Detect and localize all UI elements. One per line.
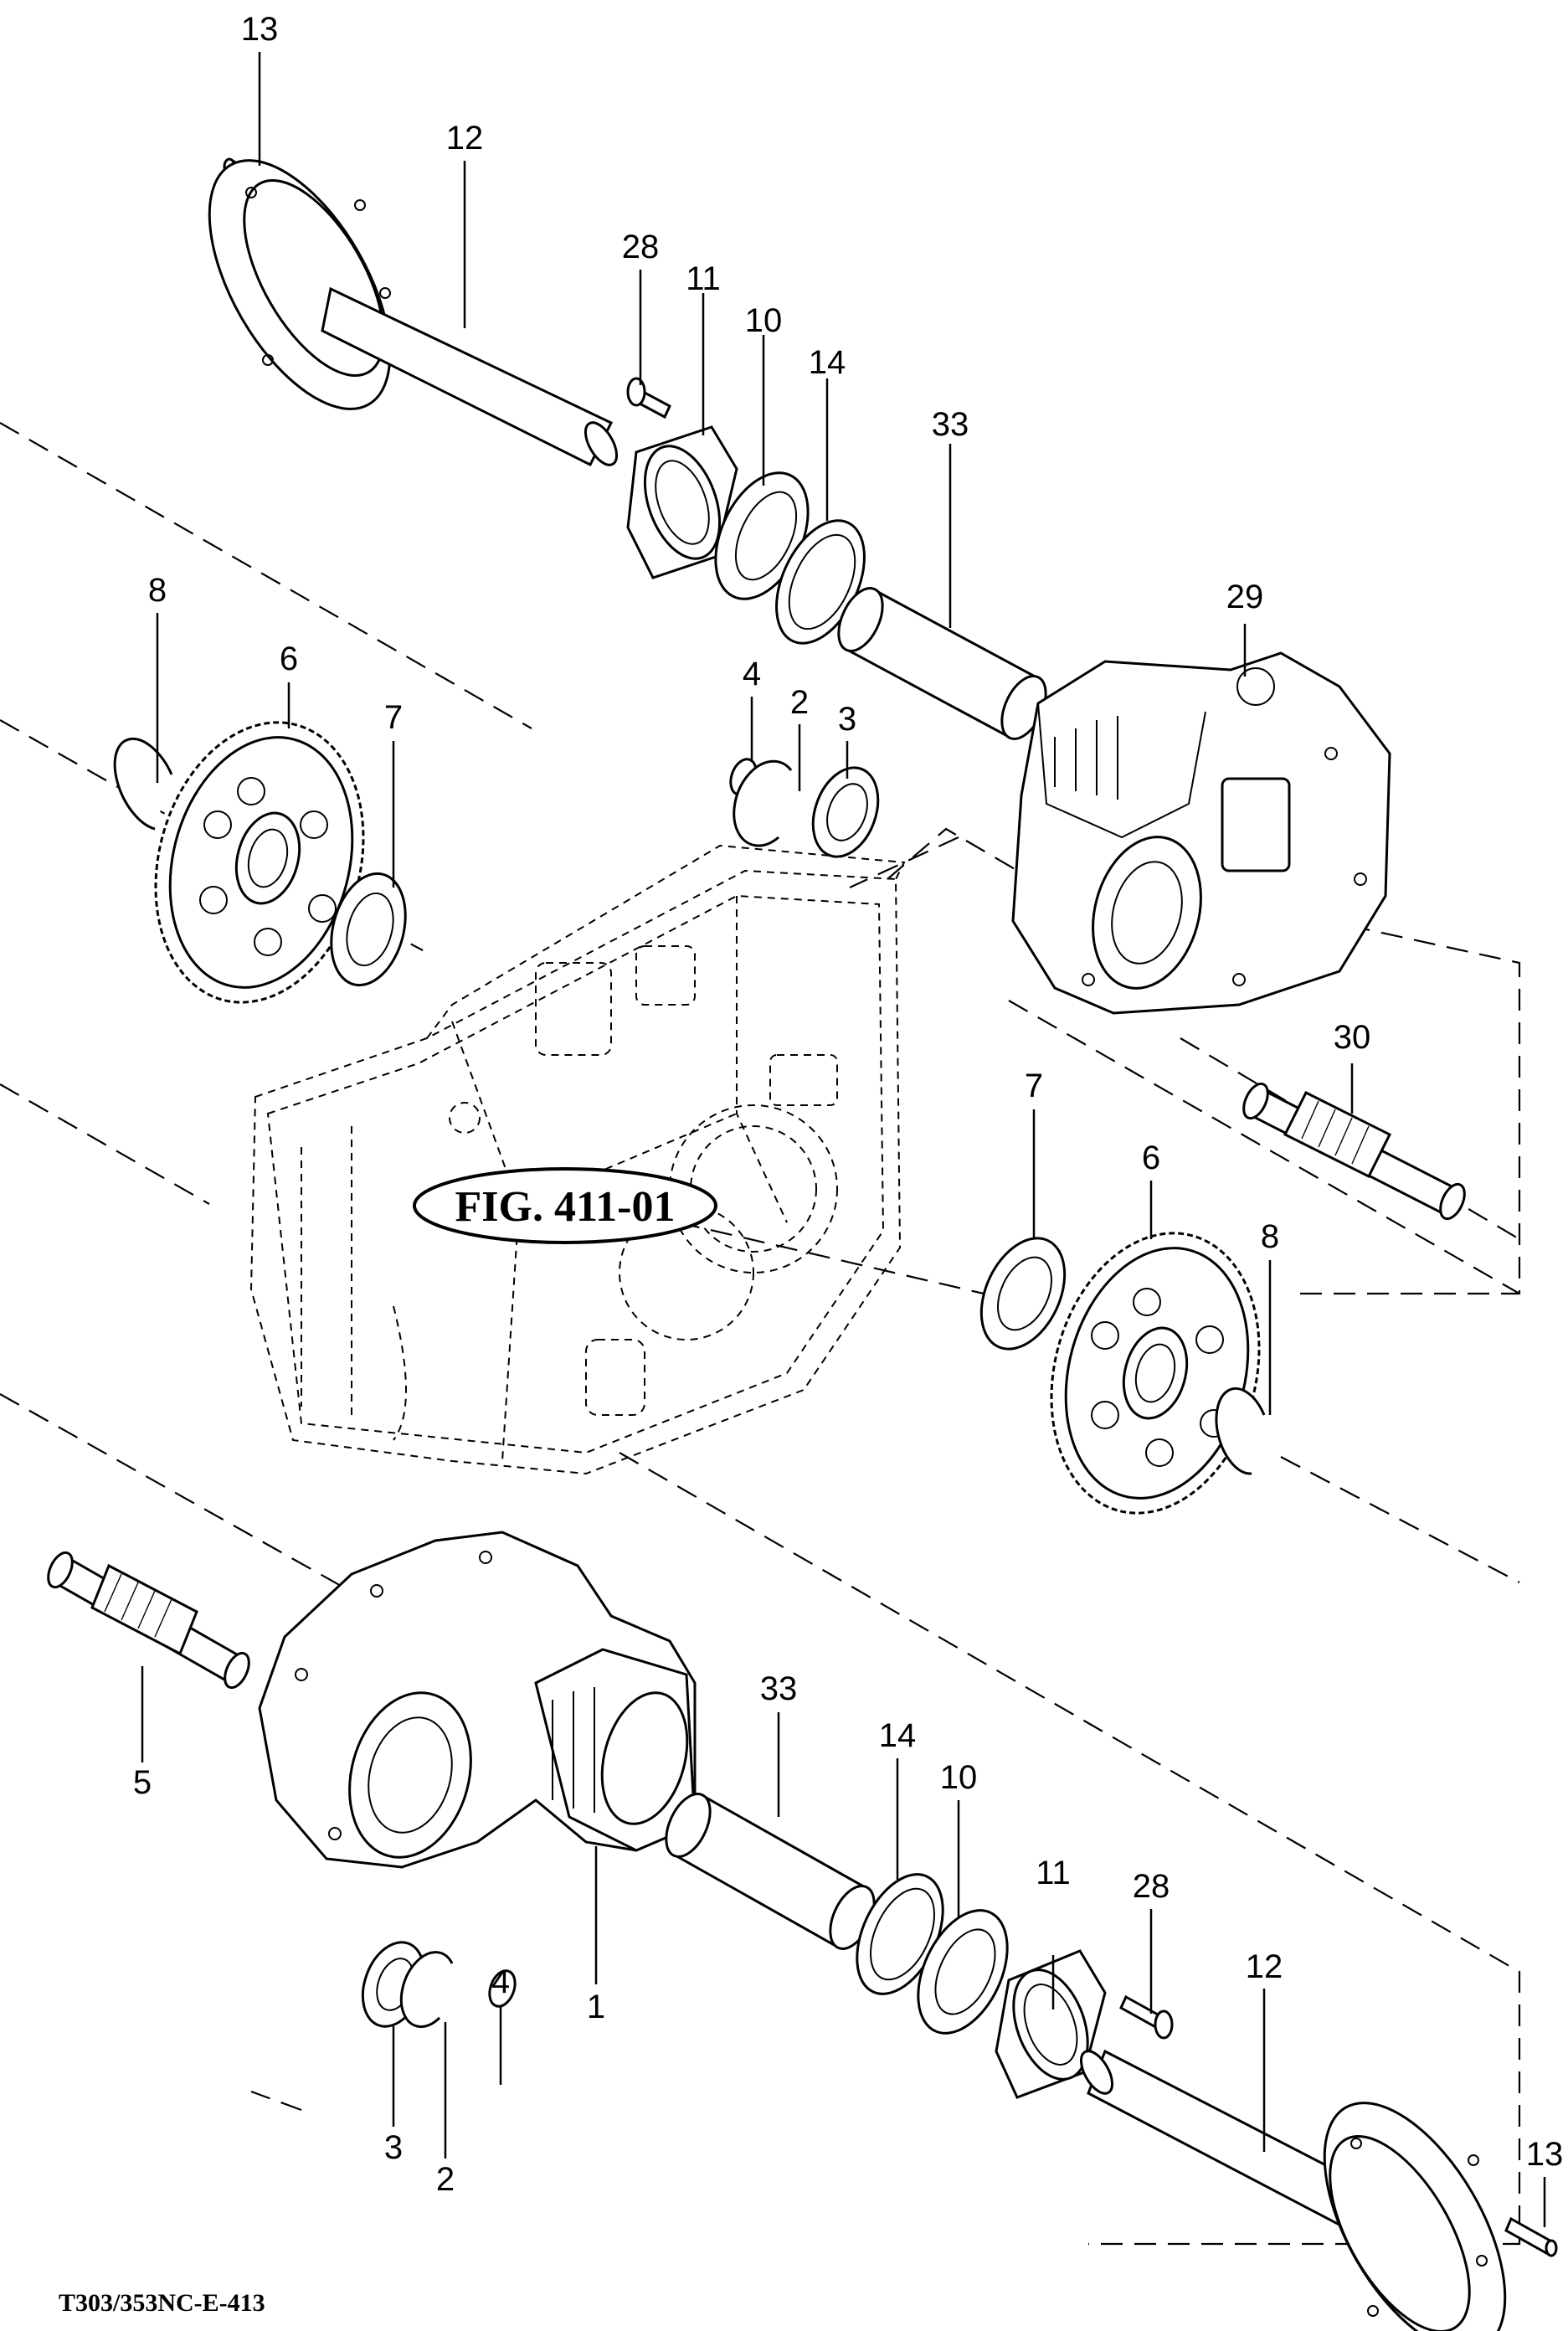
part-3-bearing-top xyxy=(811,766,880,858)
callout-12-bottom: 12 xyxy=(1246,1948,1283,1985)
callout-28-top: 28 xyxy=(622,229,660,265)
callout-30: 30 xyxy=(1334,1019,1371,1056)
callout-29: 29 xyxy=(1226,579,1264,615)
callout-2-bottom: 2 xyxy=(436,2161,455,2198)
transmission-case-ghost xyxy=(249,844,906,1475)
callout-3-bottom: 3 xyxy=(384,2129,403,2166)
part-28-bolt-bottom xyxy=(1119,1994,1174,2040)
callout-14-top: 14 xyxy=(809,344,846,381)
part-29-axle-housing-right xyxy=(1011,651,1391,1015)
callout-13-bottom: 13 xyxy=(1526,2136,1564,2173)
callout-33-bottom: 33 xyxy=(760,1670,798,1707)
figure-reference-text: FIG. 411-01 xyxy=(455,1183,676,1231)
callout-14-bottom: 14 xyxy=(879,1717,917,1754)
part-12-axle-shaft-top xyxy=(208,159,619,467)
part-10-oil-seal-bottom xyxy=(917,1909,1009,2035)
callout-10-bottom: 10 xyxy=(940,1759,978,1796)
part-8-snap-ring-left xyxy=(113,737,173,831)
figure-reference-label: FIG. 411-01 xyxy=(413,1167,717,1244)
callout-7-right: 7 xyxy=(1025,1068,1043,1104)
callout-10-top: 10 xyxy=(745,302,783,339)
callout-11-bottom: 11 xyxy=(1036,1855,1071,1891)
part-7-bearing-right xyxy=(979,1237,1067,1351)
callout-numbers: 13 12 28 11 10 14 33 29 8 6 7 4 2 3 30 7… xyxy=(133,11,1563,2198)
part-2-snap-ring-top xyxy=(733,759,793,847)
callout-6-left: 6 xyxy=(280,641,298,677)
part-28-bolt-top xyxy=(626,377,671,419)
part-5-pinion-shaft xyxy=(47,1551,250,1690)
part-12-axle-shaft-bottom xyxy=(1079,2049,1507,2331)
part-2-snap-ring-bottom xyxy=(399,1951,454,2028)
callout-12-top: 12 xyxy=(446,120,484,157)
callout-4-bottom: 4 xyxy=(491,1963,510,2000)
callout-2-top: 2 xyxy=(790,684,809,721)
part-7-bearing-left xyxy=(330,872,407,987)
callout-8-left: 8 xyxy=(148,572,167,609)
part-1-axle-housing-left xyxy=(258,1531,697,1869)
callout-6-right: 6 xyxy=(1142,1140,1160,1176)
part-11-bearing-retainer-bottom xyxy=(995,1949,1107,2099)
part-33-sleeve-top xyxy=(837,587,1047,740)
part-11-bearing-retainer-top xyxy=(626,425,738,579)
callout-5: 5 xyxy=(133,1764,152,1801)
callout-7-left: 7 xyxy=(384,699,403,736)
callout-11-top: 11 xyxy=(686,260,721,297)
callout-1: 1 xyxy=(587,1989,605,2025)
callout-28-bottom: 28 xyxy=(1133,1868,1170,1905)
part-6-gear-left xyxy=(154,721,365,1004)
leader-lines xyxy=(141,52,1546,2227)
part-4-snap-ring-bottom xyxy=(488,1969,517,2008)
part-33-sleeve-bottom xyxy=(665,1793,876,1950)
callout-13-top: 13 xyxy=(241,11,279,48)
callout-4-top: 4 xyxy=(743,656,761,692)
part-14-bearing-bottom xyxy=(856,1873,944,1995)
callout-3-top: 3 xyxy=(838,701,856,738)
part-8-snap-ring-right xyxy=(1215,1387,1266,1475)
callout-33-top: 33 xyxy=(932,406,969,443)
callout-8-right: 8 xyxy=(1261,1218,1279,1255)
part-13-pin-bottom xyxy=(1504,2216,1558,2257)
document-code: T303/353NC-E-413 xyxy=(59,2289,265,2317)
part-6-gear-right xyxy=(1050,1232,1261,1515)
part-30-pinion-shaft xyxy=(1242,1082,1466,1221)
